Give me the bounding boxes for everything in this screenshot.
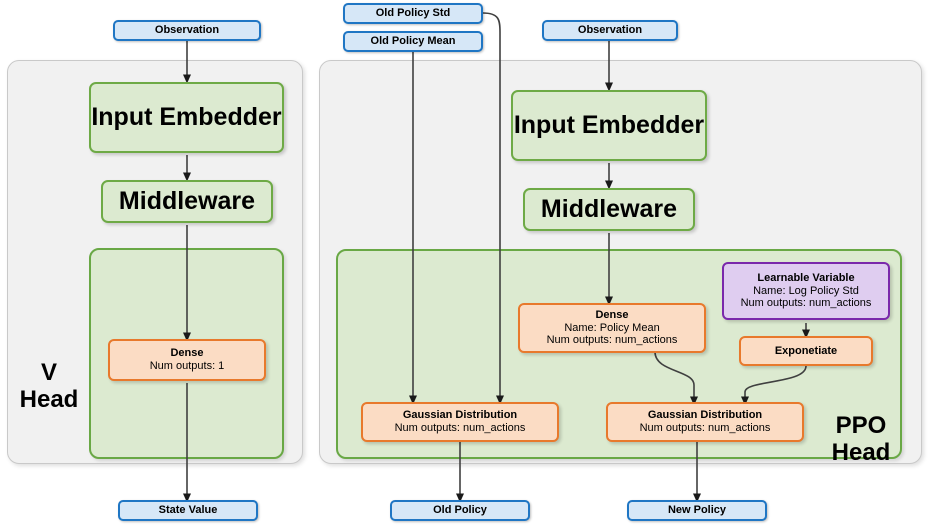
input-observation-ppo[interactable]: Observation — [542, 20, 678, 41]
v-head-middleware[interactable]: Middleware — [101, 180, 273, 223]
v-head-dense-num-outputs: Num outputs: 1 — [149, 360, 225, 372]
input-old-policy-std-label: Old Policy Std — [375, 7, 451, 20]
output-old-policy[interactable]: Old Policy — [390, 500, 530, 521]
input-observation-ppo-label: Observation — [577, 24, 643, 37]
ppo-head-gaussian-distribution-new[interactable]: Gaussian Distribution Num outputs: num_a… — [606, 402, 804, 442]
input-observation-v-label: Observation — [154, 24, 220, 37]
ppo-head-gaussian-new-num-outputs: Num outputs: num_actions — [639, 422, 771, 434]
input-old-policy-mean[interactable]: Old Policy Mean — [343, 31, 483, 52]
v-head-middleware-label: Middleware — [118, 186, 256, 215]
ppo-head-dense-num-outputs: Num outputs: num_actions — [546, 334, 678, 347]
ppo-head-gaussian-distribution-old[interactable]: Gaussian Distribution Num outputs: num_a… — [361, 402, 559, 442]
ppo-head-learnable-variable-name: Name: Log Policy Std — [753, 284, 859, 297]
ppo-head-gaussian-new-title: Gaussian Distribution — [647, 409, 763, 422]
ppo-head-middleware-label: Middleware — [540, 194, 678, 223]
input-observation-v[interactable]: Observation — [113, 20, 261, 41]
ppo-head-dense-policy-mean[interactable]: Dense Name: Policy Mean Num outputs: num… — [518, 303, 706, 353]
output-state-value-label: State Value — [158, 504, 218, 517]
ppo-head-group-label: PPO Head — [820, 386, 902, 467]
v-head-input-embedder-label: Input Embedder — [91, 102, 282, 131]
output-old-policy-label: Old Policy — [433, 504, 487, 517]
ppo-head-exponentiate[interactable]: Exponetiate — [739, 336, 873, 366]
ppo-head-gaussian-old-title: Gaussian Distribution — [402, 409, 518, 422]
v-head-group-label-text: V Head — [19, 358, 79, 413]
v-head-dense[interactable]: Dense Num outputs: 1 — [108, 339, 266, 381]
ppo-head-learnable-variable-title: Learnable Variable — [757, 271, 855, 284]
input-old-policy-mean-label: Old Policy Mean — [370, 35, 456, 48]
ppo-head-group-label-text: PPO Head — [831, 411, 891, 466]
ppo-head-learnable-variable[interactable]: Learnable Variable Name: Log Policy Std … — [722, 262, 890, 320]
ppo-head-middleware[interactable]: Middleware — [523, 188, 695, 231]
output-new-policy-label: New Policy — [667, 504, 727, 517]
ppo-head-exponentiate-label: Exponetiate — [774, 344, 838, 357]
ppo-head-input-embedder-label: Input Embedder — [513, 110, 705, 139]
v-head-input-embedder[interactable]: Input Embedder — [89, 82, 284, 153]
input-old-policy-std[interactable]: Old Policy Std — [343, 3, 483, 24]
v-head-group-label: V Head — [13, 333, 85, 414]
v-head-dense-title: Dense — [170, 347, 204, 360]
output-state-value[interactable]: State Value — [118, 500, 258, 521]
ppo-head-gaussian-old-num-outputs: Num outputs: num_actions — [394, 422, 526, 434]
output-new-policy[interactable]: New Policy — [627, 500, 767, 521]
ppo-head-input-embedder[interactable]: Input Embedder — [511, 90, 707, 161]
ppo-head-dense-title: Dense — [595, 308, 629, 321]
ppo-head-learnable-variable-num-outputs: Num outputs: num_actions — [740, 297, 872, 310]
ppo-head-dense-name: Name: Policy Mean — [564, 321, 660, 334]
